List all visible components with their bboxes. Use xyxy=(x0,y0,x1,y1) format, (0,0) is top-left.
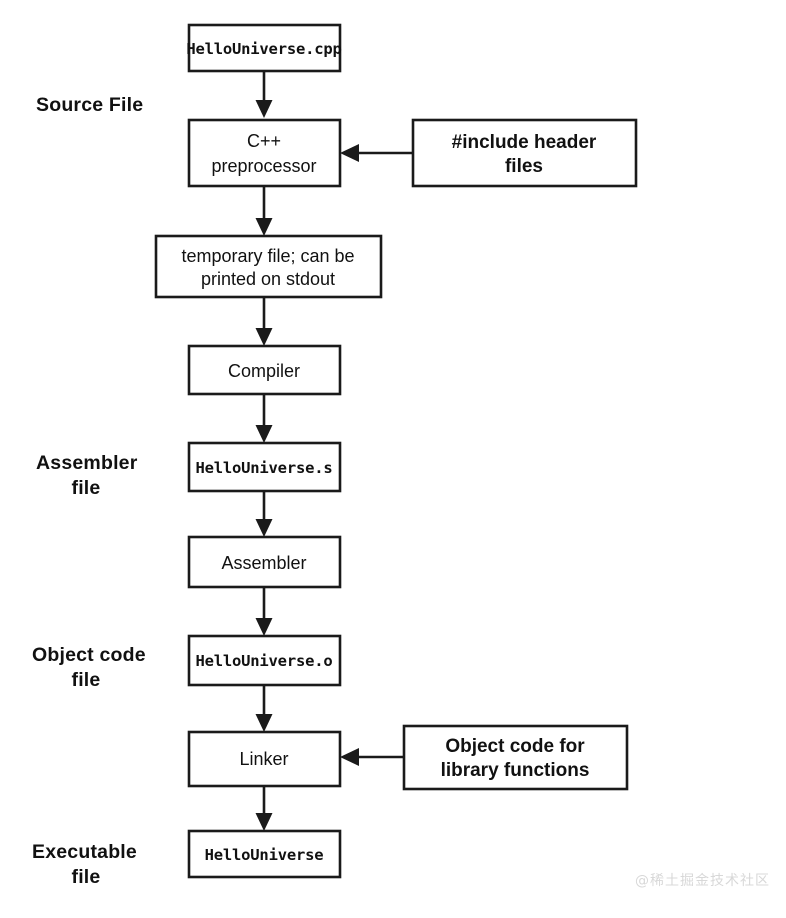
stage-label-object-code-file-line-2: file xyxy=(72,669,101,691)
node-include-header-files-line-2: files xyxy=(505,156,543,177)
node-temporary-file[interactable]: temporary file; can be printed on stdout xyxy=(154,234,383,299)
node-cpp-preprocessor[interactable]: C++ preprocessor xyxy=(187,118,342,188)
edge-linker-to-executable xyxy=(255,786,273,831)
node-cpp-preprocessor-line-2: preprocessor xyxy=(211,156,316,176)
watermark: @稀土掘金技术社区 xyxy=(635,873,770,889)
node-object-code-library-line-2: library functions xyxy=(441,760,590,781)
node-cpp-preprocessor-line-1: C++ xyxy=(247,131,281,151)
stage-label-assembler-file-line-2: file xyxy=(72,477,101,499)
node-object-code-library[interactable]: Object code for library functions xyxy=(402,724,629,791)
node-hellouniverse-cpp[interactable]: HelloUniverse.cpp xyxy=(186,23,342,73)
node-linker[interactable]: Linker xyxy=(187,730,342,788)
node-hellouniverse-cpp-line-1: HelloUniverse.cpp xyxy=(186,40,341,58)
node-compiler[interactable]: Compiler xyxy=(187,344,342,396)
stage-label-executable-file-line-2: file xyxy=(72,866,101,888)
stage-label-object-code-file-line-1: Object code xyxy=(32,644,146,666)
edge-assembler-to-object xyxy=(255,587,273,636)
connector-layer xyxy=(255,71,413,831)
edge-source-to-preprocessor xyxy=(255,71,273,118)
node-hellouniverse-s-line-1: HelloUniverse.s xyxy=(196,459,333,477)
edge-include-to-preprocessor xyxy=(340,144,413,162)
node-compiler-line-1: Compiler xyxy=(228,361,300,381)
node-hellouniverse[interactable]: HelloUniverse xyxy=(187,829,342,879)
edge-temporary-to-compiler xyxy=(255,297,273,346)
node-assembler[interactable]: Assembler xyxy=(187,535,342,589)
node-hellouniverse-s[interactable]: HelloUniverse.s xyxy=(187,441,342,493)
node-temporary-file-line-1: temporary file; can be xyxy=(181,246,354,266)
stage-label-assembler-file-line-1: Assembler xyxy=(36,452,138,474)
node-hellouniverse-o-line-1: HelloUniverse.o xyxy=(196,652,333,670)
stage-label-object-code-file: Object code file xyxy=(32,644,146,691)
stage-label-executable-file: Executable file xyxy=(32,841,137,888)
node-assembler-line-1: Assembler xyxy=(221,553,306,573)
node-object-code-library-line-1: Object code for xyxy=(445,736,585,757)
stage-label-source-file: Source File xyxy=(36,94,143,116)
stage-label-source-file-line-1: Source File xyxy=(36,94,143,116)
stage-label-executable-file-line-1: Executable xyxy=(32,841,137,863)
node-hellouniverse-line-1: HelloUniverse xyxy=(205,846,324,864)
node-include-header-files-line-1: #include header xyxy=(452,132,597,153)
edge-preprocessor-to-temporary xyxy=(255,186,273,236)
edge-library-to-linker xyxy=(340,748,404,766)
edge-compiler-to-assembly xyxy=(255,394,273,443)
stage-label-assembler-file: Assembler file xyxy=(36,452,138,499)
edge-assembly-to-assembler xyxy=(255,491,273,537)
node-temporary-file-line-2: printed on stdout xyxy=(201,269,335,289)
edge-object-to-linker xyxy=(255,685,273,732)
node-hellouniverse-o[interactable]: HelloUniverse.o xyxy=(187,634,342,687)
node-linker-line-1: Linker xyxy=(239,749,288,769)
node-include-header-files[interactable]: #include header files xyxy=(411,118,638,188)
